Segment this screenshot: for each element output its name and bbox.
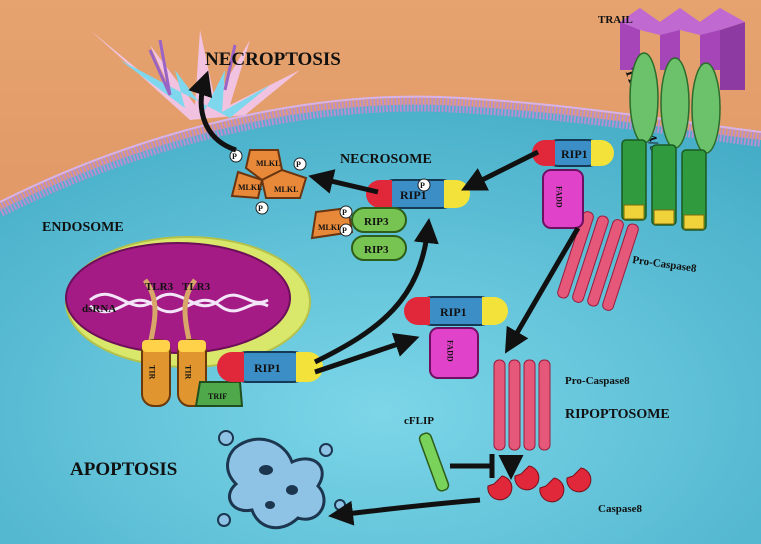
caspase8-label: Caspase8 — [598, 503, 643, 515]
svg-text:MLKL: MLKL — [256, 159, 280, 168]
tlr3-label-left: TLR3 — [145, 281, 174, 293]
svg-text:TIR: TIR — [184, 365, 193, 379]
svg-text:RIP1: RIP1 — [561, 147, 588, 161]
pro-caspase8-receptor — [557, 211, 639, 311]
svg-text:MLKL: MLKL — [238, 183, 262, 192]
receptor-rip1-fadd-complex: RIP1 FADD — [532, 139, 614, 229]
svg-text:P: P — [420, 181, 425, 190]
apoptotic-cell — [217, 430, 346, 530]
svg-text:TIR: TIR — [148, 365, 157, 379]
endosome — [65, 236, 311, 368]
caspase8-active — [487, 465, 592, 503]
svg-text:FADD: FADD — [446, 340, 455, 362]
svg-text:P: P — [342, 226, 347, 235]
svg-text:P: P — [296, 160, 301, 169]
cflip-protein — [418, 432, 450, 492]
svg-text:RIP1: RIP1 — [440, 305, 467, 319]
trail-ligand — [620, 8, 745, 90]
svg-text:RIP1: RIP1 — [254, 361, 281, 375]
necroptosis-label: NECROPTOSIS — [205, 49, 341, 70]
trail-receptor-dr4-5 — [621, 52, 721, 231]
apoptosis-label: APOPTOSIS — [70, 459, 177, 480]
svg-text:P: P — [232, 152, 237, 161]
trif-rip1: RIP1 — [217, 351, 323, 383]
pro-caspase8-label-2: Pro-Caspase8 — [565, 375, 630, 387]
svg-text:FADD: FADD — [555, 186, 564, 208]
ripoptosome-label: RIPOPTOSOME — [565, 407, 670, 422]
necrosome-label: NECROSOME — [340, 152, 432, 167]
svg-text:RIP3: RIP3 — [364, 244, 389, 256]
endosome-label: ENDOSOME — [42, 220, 124, 235]
svg-text:TRIF: TRIF — [208, 392, 227, 401]
svg-text:RIP3: RIP3 — [364, 216, 389, 228]
cflip-label: cFLIP — [404, 415, 434, 427]
trail-label: TRAIL — [598, 14, 633, 26]
ripoptosome-rip1-fadd: RIP1 FADD — [404, 296, 508, 379]
trif-adaptor: TRIF — [194, 381, 244, 407]
inhibition-bar — [450, 454, 495, 478]
svg-text:P: P — [342, 208, 347, 217]
mlkl-oligomer: MLKL MLKL MLKL P P P — [229, 149, 308, 215]
membrane-rupture-burst — [90, 30, 300, 120]
necrosome-complex: RIP1 P RIP3 RIP3 MLKL P P — [310, 178, 470, 261]
svg-text:RIP1: RIP1 — [400, 188, 427, 202]
svg-text:P: P — [258, 204, 263, 213]
svg-text:MLKL: MLKL — [274, 185, 298, 194]
svg-text:MLKL: MLKL — [318, 223, 342, 232]
pathway-arrows — [188, 70, 581, 526]
pro-caspase8-ripoptosome — [493, 359, 551, 451]
tlr3-label-right: TLR3 — [182, 281, 211, 293]
dsrna-label: dsRNA — [82, 303, 116, 315]
